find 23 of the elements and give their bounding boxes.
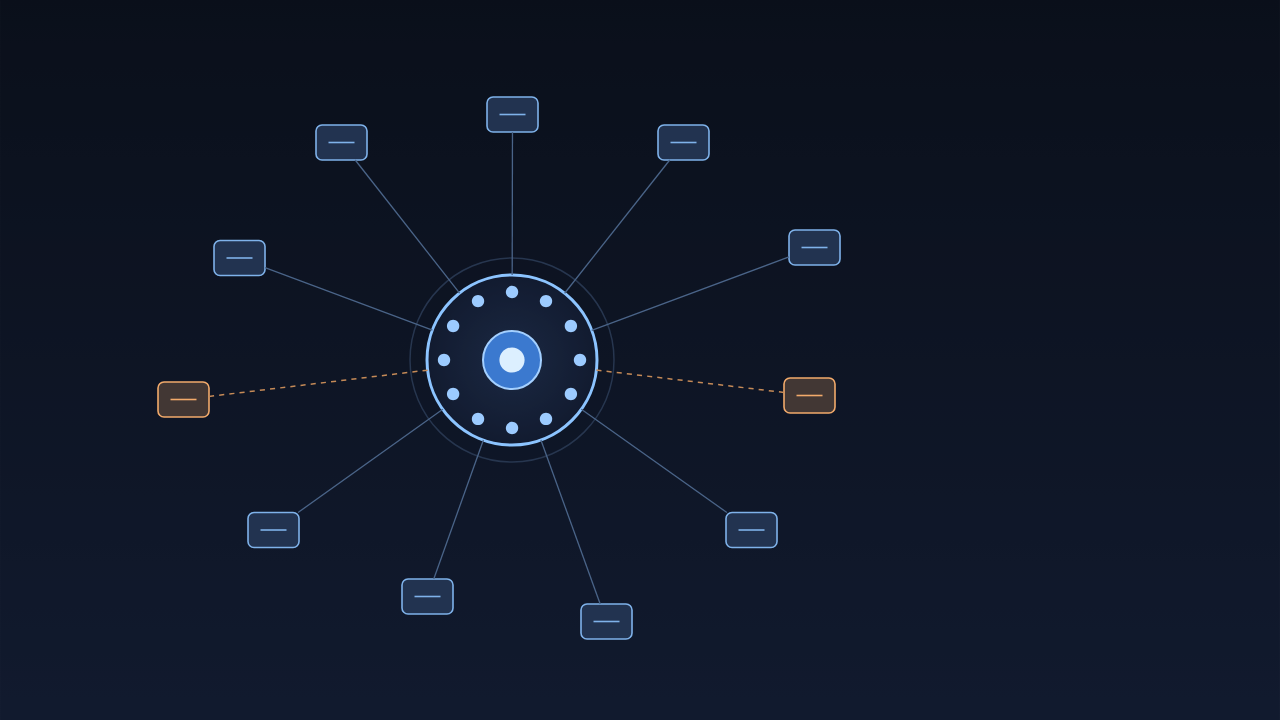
connector-line <box>264 266 434 331</box>
connector-line <box>564 159 671 294</box>
node-box <box>486 96 539 133</box>
node-box <box>783 377 836 414</box>
connector-line <box>354 159 461 294</box>
node-box <box>788 229 841 266</box>
hub-circle <box>425 273 599 447</box>
connector-line <box>540 439 601 605</box>
node-box <box>657 124 710 161</box>
connector-line <box>595 369 785 394</box>
node-box <box>315 124 368 161</box>
connector-line <box>297 408 444 514</box>
connector-line <box>591 256 790 331</box>
connector-line <box>433 439 485 580</box>
connector-line <box>511 131 514 276</box>
node-box <box>725 511 778 549</box>
node-box <box>580 603 633 640</box>
node-box <box>213 239 266 277</box>
node-box <box>247 511 300 549</box>
connector-line <box>580 408 728 514</box>
connector-line <box>208 369 429 398</box>
node-box <box>157 381 210 418</box>
node-box <box>401 578 454 615</box>
